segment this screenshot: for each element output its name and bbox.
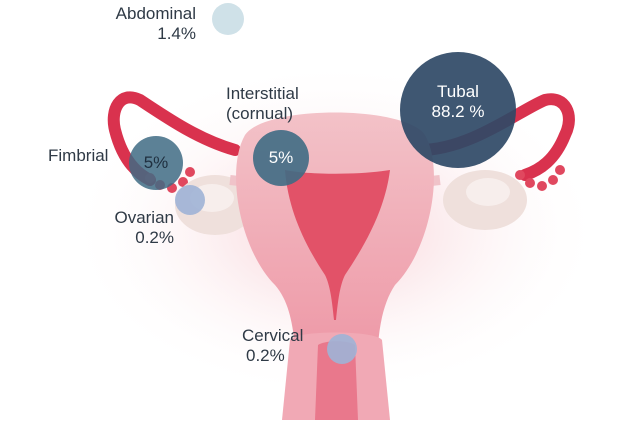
abdominal-bubble <box>212 3 244 35</box>
cervical-name: Cervical <box>242 326 304 345</box>
abdominal-value: 1.4% <box>157 24 196 43</box>
cervical-bubble <box>327 334 357 364</box>
right-fimbriae <box>515 165 565 191</box>
interstitial-value: 5% <box>268 148 294 167</box>
ovarian-value: 0.2% <box>135 228 174 247</box>
fimbrial-name: Fimbrial <box>48 146 109 165</box>
cervical-label: Cervical 0.2% <box>242 326 303 366</box>
interstitial-bubble <box>253 130 309 186</box>
tubal-label: Tubal 88.2 % <box>400 82 516 122</box>
ovarian-label: Ovarian 0.2% <box>70 208 174 248</box>
tubal-name: Tubal <box>437 82 479 101</box>
abdominal-label: Abdominal 1.4% <box>90 4 196 44</box>
uterine-cavity <box>285 170 390 320</box>
tubal-value: 88.2 % <box>431 102 485 121</box>
fimbrial-bubble <box>129 136 183 190</box>
fimbrial-value: 5% <box>143 153 169 172</box>
left-fallopian-tube <box>107 91 241 186</box>
interstitial-name-line2: (cornual) <box>226 104 294 123</box>
ovarian-name: Ovarian <box>114 208 174 227</box>
ovarian-bubble <box>175 185 205 215</box>
interstitial-name-line1: Interstitial <box>226 84 299 103</box>
abdominal-name: Abdominal <box>115 4 196 23</box>
interstitial-label: Interstitial (cornual) <box>226 84 299 124</box>
cervical-value: 0.2% <box>246 346 285 365</box>
tubal-bubble <box>400 52 516 168</box>
